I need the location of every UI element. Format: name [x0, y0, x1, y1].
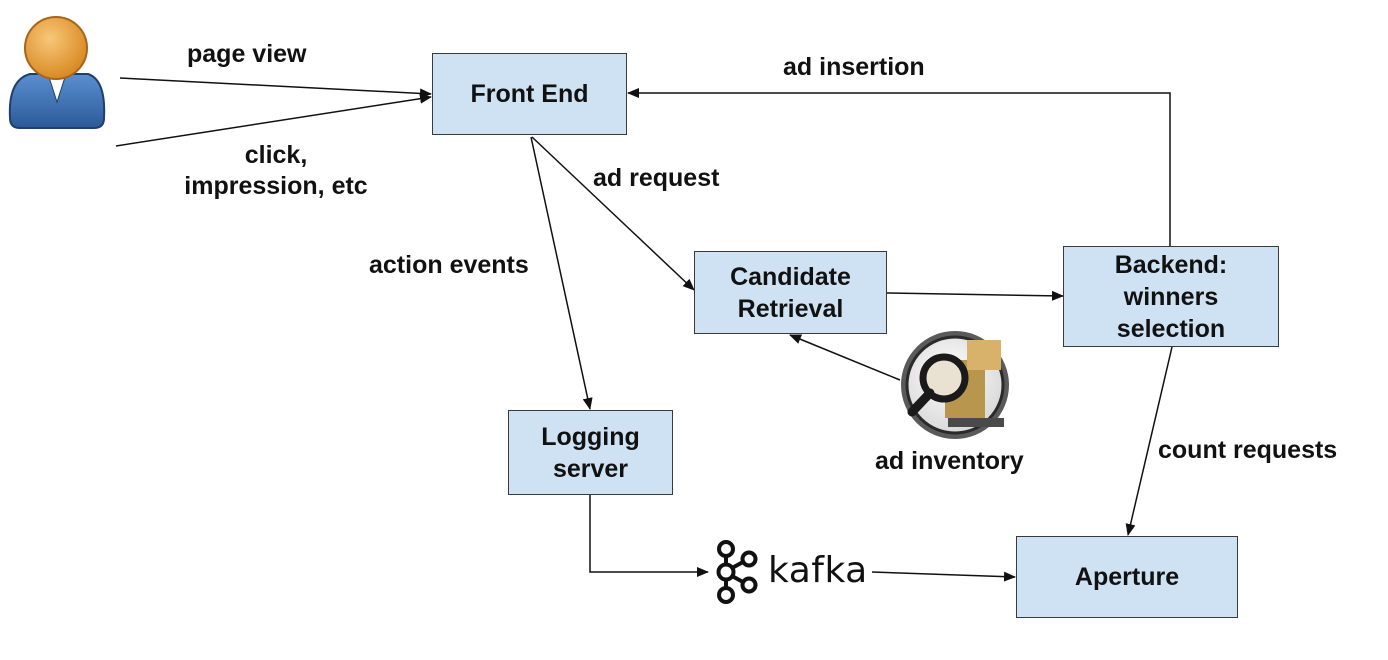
edge-kafka-to-aperture	[871, 571, 1016, 582]
candidate-retrieval-box: Candidate Retrieval	[694, 251, 887, 334]
edge-action-events	[530, 136, 593, 410]
click-impression-label: click, impression, etc	[184, 141, 368, 200]
front-end-box: Front End	[432, 53, 627, 135]
edge-ad-request	[531, 136, 695, 291]
edge-page-view	[119, 77, 432, 99]
logging-server-box: Logging server	[508, 410, 673, 495]
page-view-label: page view	[187, 40, 307, 68]
kafka-logo-icon	[716, 540, 758, 604]
ad-inventory-icon	[901, 331, 1009, 439]
edge-logging-to-kafka	[589, 495, 709, 577]
edge-inventory-to-retrieval	[789, 334, 901, 381]
action-events-label: action events	[369, 251, 529, 279]
backend-box: Backend: winners selection	[1063, 246, 1279, 347]
ad-request-label: ad request	[593, 164, 720, 192]
ad-insertion-label: ad insertion	[783, 53, 925, 81]
edge-ad-insertion	[627, 88, 1171, 246]
edge-count-requests	[1125, 346, 1173, 536]
count-requests-label: count requests	[1158, 436, 1338, 464]
user-icon	[8, 16, 106, 129]
aperture-box: Aperture	[1016, 536, 1238, 618]
edge-retrieval-to-backend	[886, 290, 1064, 301]
ad-inventory-label: ad inventory	[875, 447, 1024, 475]
kafka-label: kafka	[768, 550, 868, 591]
edge-click-impression	[115, 93, 432, 147]
